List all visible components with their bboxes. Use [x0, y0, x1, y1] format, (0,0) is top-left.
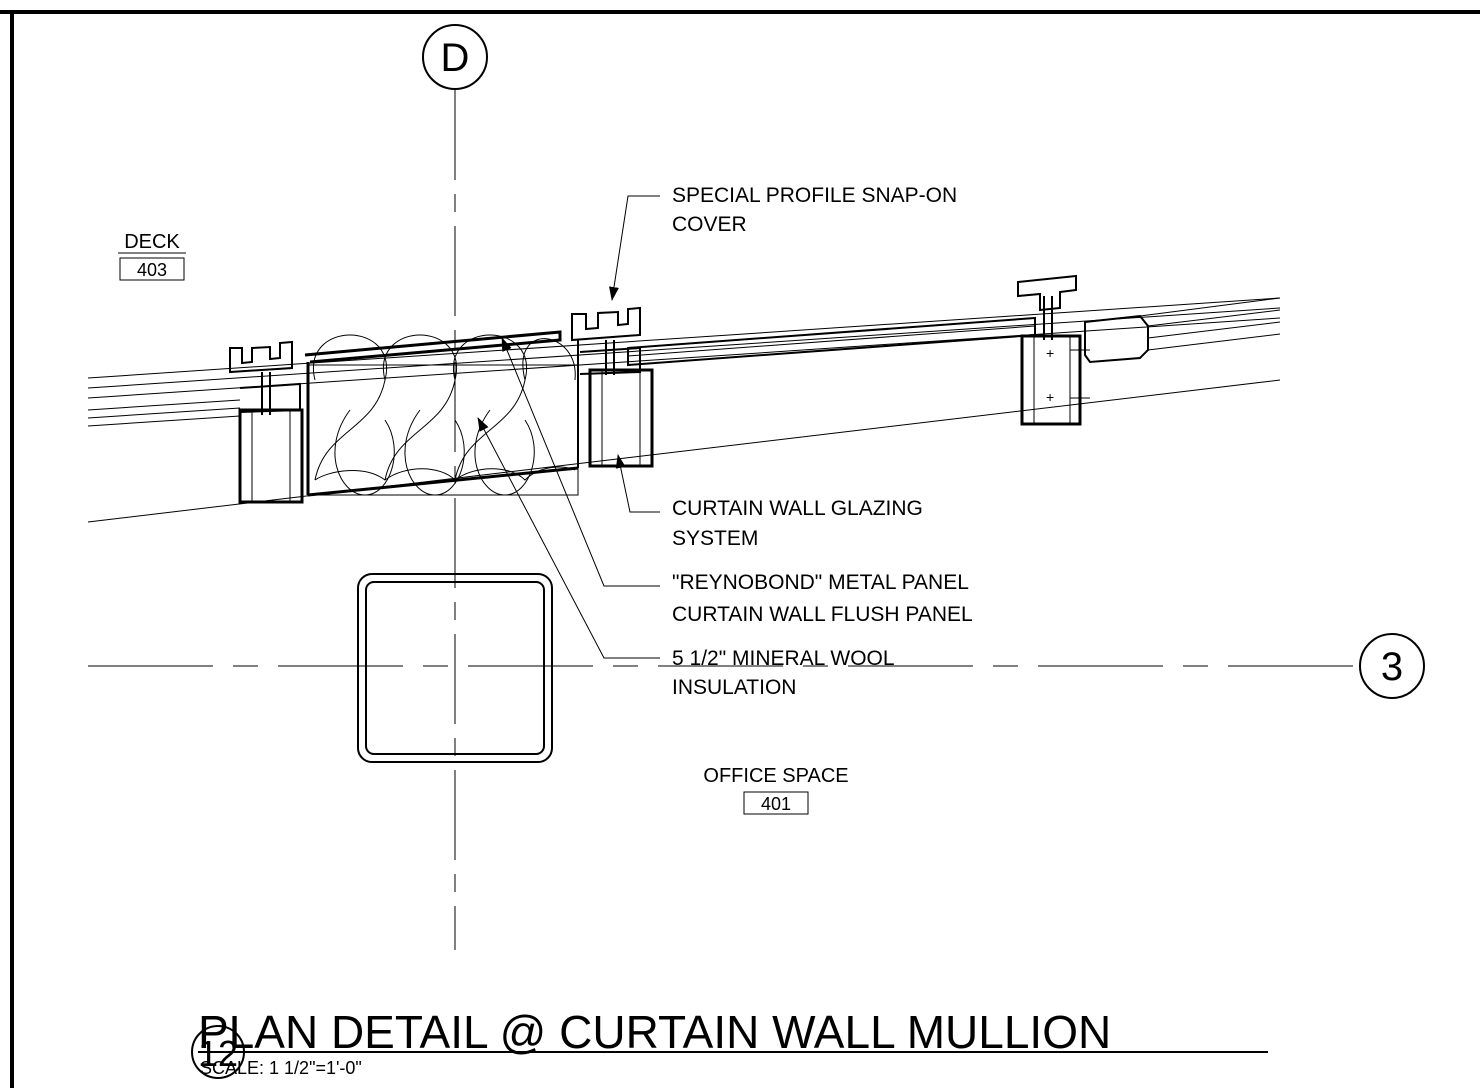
grid-bubble-3	[1359, 633, 1425, 699]
right-mullion: + +	[1017, 274, 1090, 426]
callout-insulation-line2: INSULATION	[672, 676, 796, 699]
detail-number: 12	[198, 1033, 238, 1074]
detail-scale: SCALE: 1 1/2"=1'-0"	[200, 1058, 362, 1078]
svg-text:+: +	[1046, 389, 1054, 405]
grid-bubble-d	[422, 24, 488, 90]
room-number-office: 401	[761, 794, 791, 814]
room-name-deck: DECK	[124, 231, 180, 253]
callout-snap-cover-line2: COVER	[672, 213, 747, 236]
sheet-border	[0, 10, 1480, 1088]
callout-glazing-line1: CURTAIN WALL GLAZING	[672, 497, 923, 520]
grid-line-3: 3	[88, 633, 1425, 699]
grid-label-d: D	[441, 36, 470, 80]
room-tag-office: OFFICE SPACE 401	[703, 765, 849, 815]
callout-insulation-line1: 5 1/2" MINERAL WOOL	[672, 647, 895, 670]
callout-snap-cover-line1: SPECIAL PROFILE SNAP-ON	[672, 184, 957, 207]
room-name-office: OFFICE SPACE	[703, 765, 848, 787]
callout-snap-cover: SPECIAL PROFILE SNAP-ON COVER	[609, 184, 957, 301]
callout-glazing: CURTAIN WALL GLAZING SYSTEM	[615, 454, 923, 550]
callout-panel-line2: CURTAIN WALL FLUSH PANEL	[672, 603, 973, 626]
adjacent-glazing	[1084, 297, 1281, 364]
wall-lines	[87, 297, 1281, 523]
callout-glazing-line2: SYSTEM	[672, 527, 758, 550]
room-number-deck: 403	[137, 260, 167, 280]
metal-panel	[304, 330, 579, 497]
grid-label-3: 3	[1381, 645, 1403, 689]
grid-line-d: D	[422, 24, 488, 950]
insulation-pattern	[312, 334, 576, 496]
center-mullion	[571, 306, 654, 468]
svg-text:+: +	[1046, 345, 1054, 361]
detail-title: PLAN DETAIL @ CURTAIN WALL MULLION	[198, 1006, 1111, 1058]
callout-insulation: 5 1/2" MINERAL WOOL INSULATION	[477, 417, 895, 699]
left-mullion	[229, 340, 304, 504]
callout-panel-line1: "REYNOBOND" METAL PANEL	[672, 571, 969, 594]
detail-title-block: 12 PLAN DETAIL @ CURTAIN WALL MULLION SC…	[191, 1006, 1268, 1079]
room-tag-deck: DECK 403	[118, 231, 186, 281]
callout-panel: "REYNOBOND" METAL PANEL CURTAIN WALL FLU…	[501, 337, 973, 626]
steel-column	[357, 573, 553, 763]
